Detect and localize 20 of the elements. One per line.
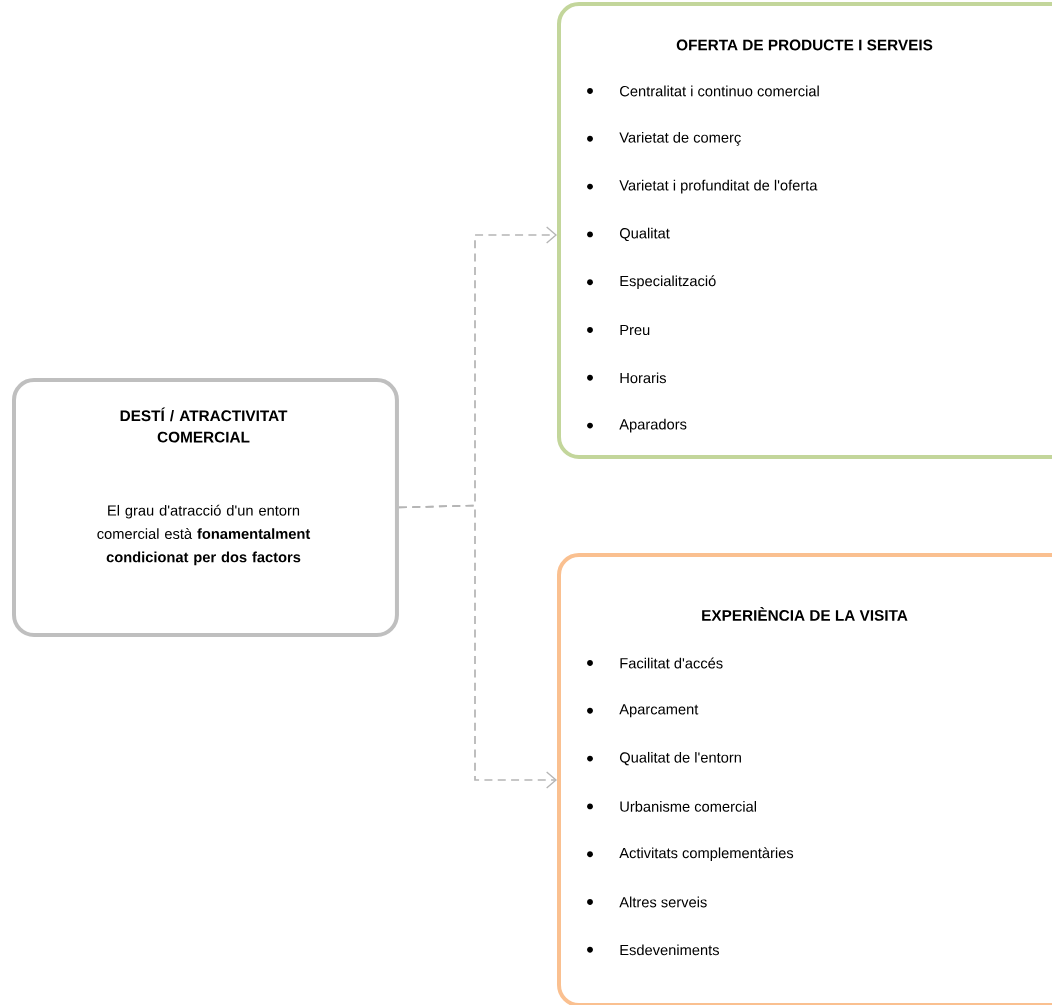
- list-item: Aparadors: [587, 418, 687, 433]
- list-item: Varietat de comerç: [587, 131, 741, 146]
- list-item: Horaris: [587, 372, 666, 384]
- list-item: Qualitat de l'entorn: [587, 751, 741, 766]
- box-heading: DESTÍ / ATRACTIVITAT COMERCIAL: [120, 407, 288, 443]
- list-item: Aparcament: [587, 704, 699, 718]
- box-heading: EXPERIÈNCIA DE LA VISITA: [702, 607, 908, 621]
- list-item: Activitats complementàries: [587, 847, 794, 862]
- list-item: Centralitat i continuo comercial: [587, 85, 819, 97]
- list-item: Especialització: [587, 275, 716, 290]
- list-item: Altres serveis: [587, 896, 707, 908]
- list-item: Varietat i profunditat de l'oferta: [587, 179, 818, 194]
- list-item: Facilitat d'accés: [587, 657, 723, 669]
- box-heading: OFERTA DE PRODUCTE I SERVEIS: [676, 39, 933, 51]
- dashed-arrow: [398, 504, 557, 789]
- list-item: Urbanisme comercial: [587, 801, 756, 812]
- box-text: El grau d'atracció d'un entorn comercial està fonamentalment condicionat per dos factors: [97, 504, 311, 566]
- list-item: Esdeveniments: [587, 944, 719, 956]
- list-item: Preu: [587, 324, 650, 336]
- list-item: Qualitat: [587, 227, 670, 242]
